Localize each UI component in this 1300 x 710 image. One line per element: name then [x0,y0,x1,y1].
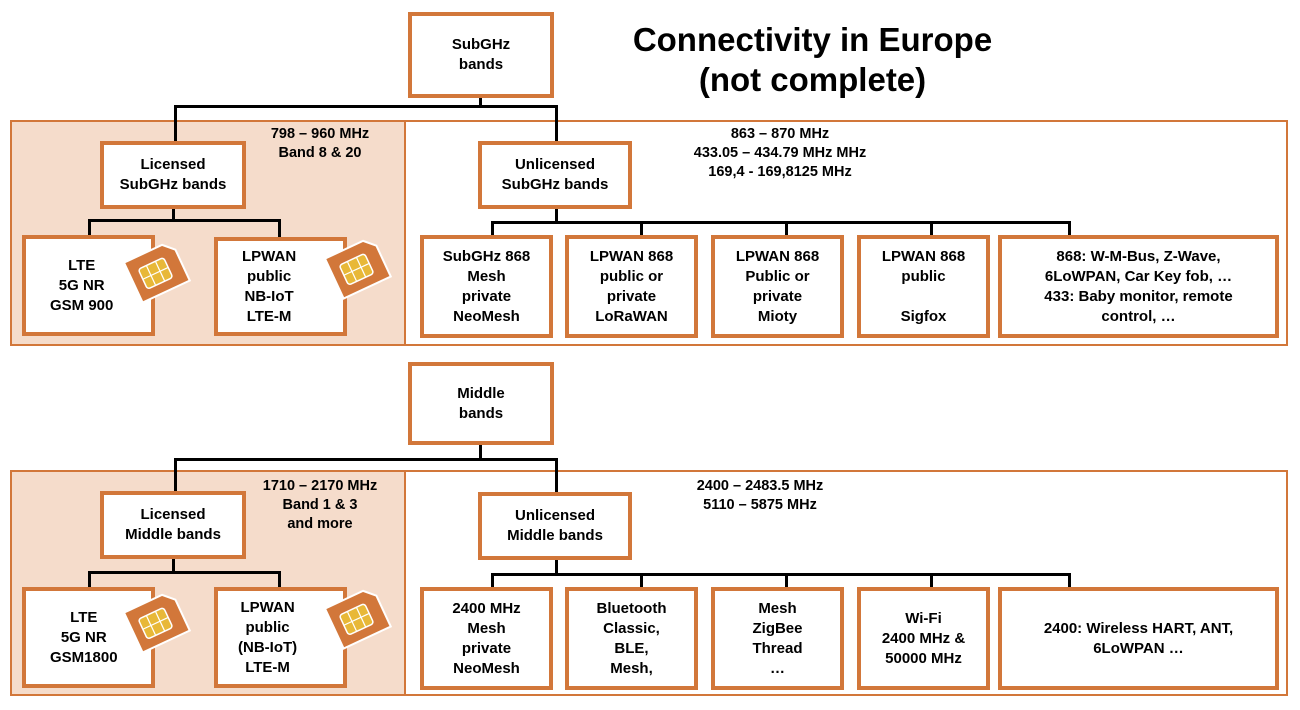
connector [930,573,933,589]
sim-card-icon [122,243,192,304]
diagram-title: Connectivity in Europe (not complete) [632,21,993,98]
licensed-node: Licensed SubGHz bands [100,141,246,209]
connector [785,573,788,589]
connector [555,557,558,576]
technology-node: 2400: Wireless HART, ANT, 6LoWPAN … [998,587,1279,690]
technology-node: 868: W-M-Bus, Z-Wave, 6LoWPAN, Car Key f… [998,235,1279,338]
technology-node: LPWAN 868 public Sigfox [857,235,990,338]
connector [88,219,281,222]
connector [1068,221,1071,237]
unlicensed-node: Unlicensed SubGHz bands [478,141,632,209]
connector [172,557,175,573]
connector [491,221,1071,224]
technology-node: LTE 5G NR GSM 900 [22,235,155,336]
band-note: 863 – 870 MHz 433.05 – 434.79 MHz MHz 16… [693,126,867,180]
root-node: SubGHz bands [408,12,554,98]
connector [174,105,177,143]
connector [640,573,643,589]
connector [491,221,494,237]
technology-node: 2400 MHz Mesh private NeoMesh [420,587,553,690]
connector [479,96,482,108]
technology-node: LPWAN public (NB-IoT) LTE-M [214,587,347,688]
connector [278,571,281,589]
technology-node: Mesh ZigBee Thread … [711,587,844,690]
sim-card-icon [122,593,192,654]
technology-node: Wi-Fi 2400 MHz & 50000 MHz [857,587,990,690]
connector [174,458,177,494]
technology-node: SubGHz 868 Mesh private NeoMesh [420,235,553,338]
technology-node: LTE 5G NR GSM1800 [22,587,155,688]
connector [88,571,281,574]
root-node: Middle bands [408,362,554,445]
technology-node: LPWAN 868 public or private LoRaWAN [565,235,698,338]
connector [479,443,482,461]
connector [640,221,643,237]
connector [174,105,558,108]
connector [555,458,558,494]
connector [555,207,558,223]
band-note: 2400 – 2483.5 MHz 5110 – 5875 MHz [696,478,824,513]
connector [278,219,281,237]
band-note: 798 – 960 MHz Band 8 & 20 [270,126,370,161]
connector [491,573,494,589]
connector [174,458,558,461]
connector [785,221,788,237]
connector [88,219,91,237]
connector [491,573,1071,576]
sim-card-icon [323,239,393,300]
unlicensed-node: Unlicensed Middle bands [478,492,632,560]
connector [930,221,933,237]
technology-node: Bluetooth Classic, BLE, Mesh, [565,587,698,690]
licensed-node: Licensed Middle bands [100,491,246,559]
technology-node: LPWAN public NB-IoT LTE-M [214,237,347,336]
connector [88,571,91,589]
connector [555,105,558,143]
band-note: 1710 – 2170 MHz Band 1 & 3 and more [262,478,378,532]
technology-node: LPWAN 868 Public or private Mioty [711,235,844,338]
connector [1068,573,1071,589]
sim-card-icon [323,589,393,650]
connector [172,207,175,221]
